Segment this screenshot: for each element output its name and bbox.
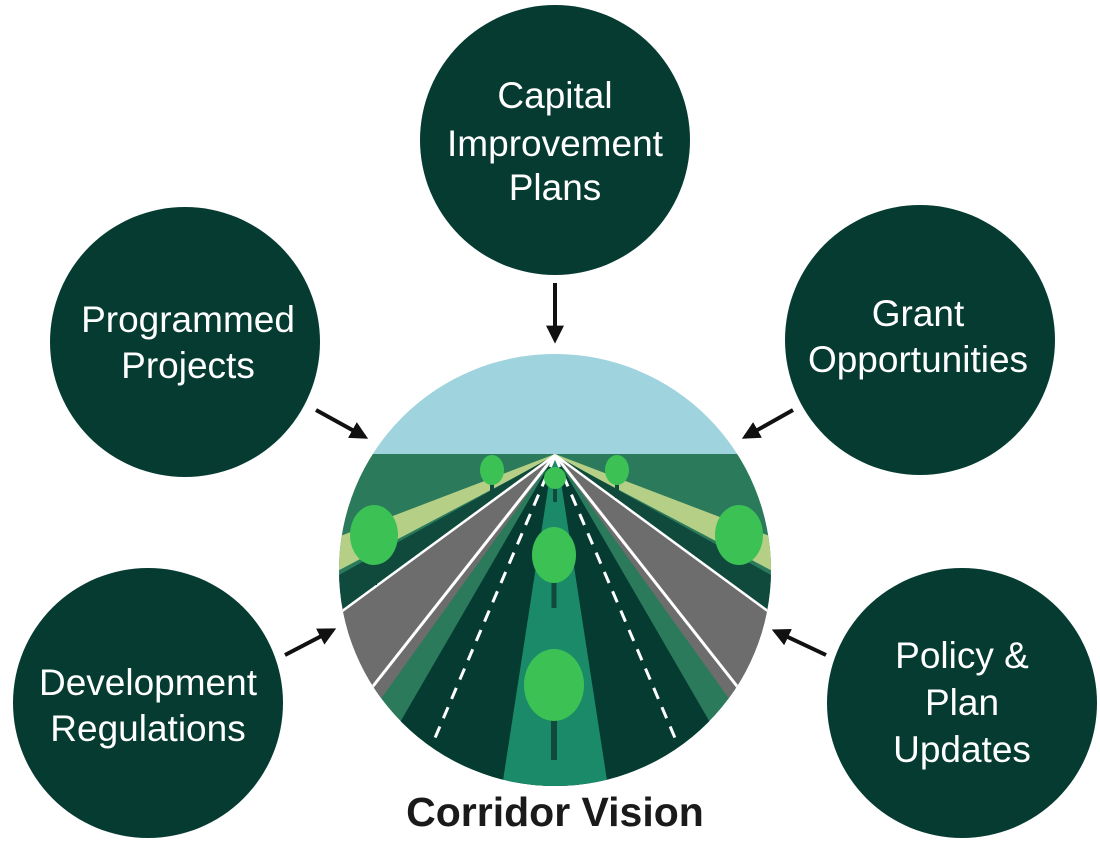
node-circle (785, 205, 1055, 475)
node-label-line: Policy & (895, 635, 1029, 676)
left-side-edge-line (339, 453, 556, 622)
median (500, 456, 610, 786)
node-label-line: Development (39, 662, 258, 703)
center-caption: Corridor Vision (406, 789, 704, 835)
tree-median-near (524, 649, 584, 760)
node-label-line: Capital (497, 75, 612, 116)
node-circle (420, 5, 690, 275)
node-policy-plan-updates: Policy & Plan Updates (827, 568, 1097, 838)
node-development-regulations: Development Regulations (13, 568, 283, 838)
left-lane-dash (430, 455, 557, 746)
node-label-line: Regulations (50, 708, 245, 749)
node-label-line: Grant (872, 293, 965, 334)
sky (339, 354, 771, 454)
right-edge-line (553, 454, 742, 691)
tree-right-near (715, 505, 763, 585)
tree-left-far (480, 455, 504, 498)
node-label-line: Opportunities (808, 339, 1028, 380)
left-shoulder (339, 455, 555, 700)
right-lane-dash (553, 455, 680, 746)
node-circle (13, 568, 283, 838)
node-circle (827, 568, 1097, 838)
tree-median-mid (532, 527, 576, 608)
left-edge-line (368, 454, 557, 691)
tree-right-far (605, 455, 629, 498)
right-shoulder (555, 455, 771, 700)
tree-median-far (544, 467, 566, 502)
node-capital-improvement-plans: Capital Improvement Plans (420, 5, 690, 275)
tree-left-near (350, 505, 398, 585)
node-label-line: Improvement (447, 123, 664, 164)
arrow-from-policy-plan-updates (771, 628, 827, 657)
node-label-line: Projects (121, 345, 255, 386)
arrow-from-programmed-projects (315, 408, 369, 439)
arrow-from-grant-opportunities (741, 408, 794, 439)
node-label-line: Plan (925, 682, 999, 723)
node-label-line: Plans (509, 167, 602, 208)
arrow-from-development-regulations (284, 628, 337, 657)
node-grant-opportunities: Grant Opportunities (785, 205, 1055, 475)
node-label-line: Updates (893, 729, 1031, 770)
corridor-vision-illustration (339, 354, 771, 786)
node-programmed-projects: Programmed Projects (50, 207, 320, 477)
node-label-line: Programmed (81, 299, 295, 340)
right-side-edge-line (554, 453, 771, 622)
node-circle (50, 207, 320, 477)
